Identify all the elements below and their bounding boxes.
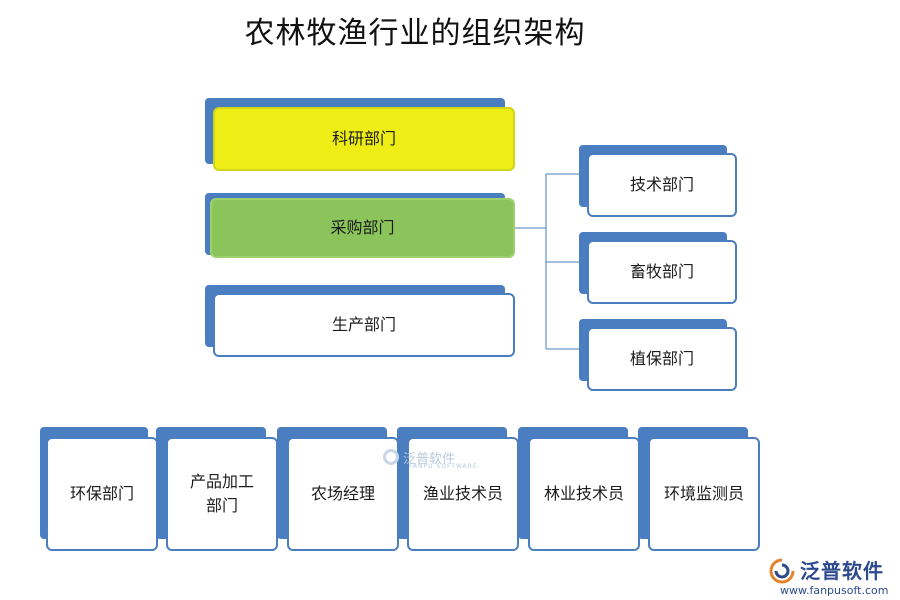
node-livestock-label: 畜牧部门	[587, 240, 737, 304]
node-env-monitor: 环境监测员	[638, 427, 762, 551]
node-technology-label: 技术部门	[587, 153, 737, 217]
node-plant-protection-label: 植保部门	[587, 327, 737, 391]
node-procurement: 采购部门	[205, 193, 515, 263]
node-research-label: 科研部门	[213, 107, 515, 171]
watermark-sub: FANPU SOFTWARE	[409, 463, 478, 470]
node-production: 生产部门	[205, 285, 517, 359]
node-env-protection-label: 环保部门	[46, 437, 158, 551]
node-research: 科研部门	[205, 98, 515, 174]
node-fishery-tech: 渔业技术员	[397, 427, 519, 551]
diagram-title: 农林牧渔行业的组织架构	[244, 16, 586, 51]
node-env-monitor-label: 环境监测员	[648, 437, 760, 551]
node-farm-manager: 农场经理	[277, 427, 399, 551]
node-livestock: 畜牧部门	[579, 232, 739, 306]
node-forestry-tech: 林业技术员	[518, 427, 640, 551]
node-production-label: 生产部门	[213, 293, 515, 357]
node-technology: 技术部门	[579, 145, 739, 219]
node-procurement-label: 采购部门	[210, 198, 515, 258]
brand-logo: 泛普软件 www.fanpusoft.com	[768, 553, 898, 599]
node-product-processing-label: 产品加工 部门	[166, 437, 278, 551]
node-product-processing: 产品加工 部门	[156, 427, 278, 551]
node-forestry-tech-label: 林业技术员	[528, 437, 640, 551]
node-plant-protection: 植保部门	[579, 319, 739, 393]
node-farm-manager-label: 农场经理	[287, 437, 399, 551]
watermark-logo-icon	[383, 449, 399, 465]
brand-swirl-icon	[769, 558, 795, 584]
watermark-name: 泛普软件	[403, 451, 456, 467]
brand-url: www.fanpusoft.com	[780, 584, 889, 597]
node-fishery-tech-label: 渔业技术员	[407, 437, 519, 551]
node-env-protection: 环保部门	[40, 427, 158, 551]
watermark: 泛普软件 FANPU SOFTWARE	[383, 445, 483, 470]
brand-name: 泛普软件	[800, 559, 884, 583]
